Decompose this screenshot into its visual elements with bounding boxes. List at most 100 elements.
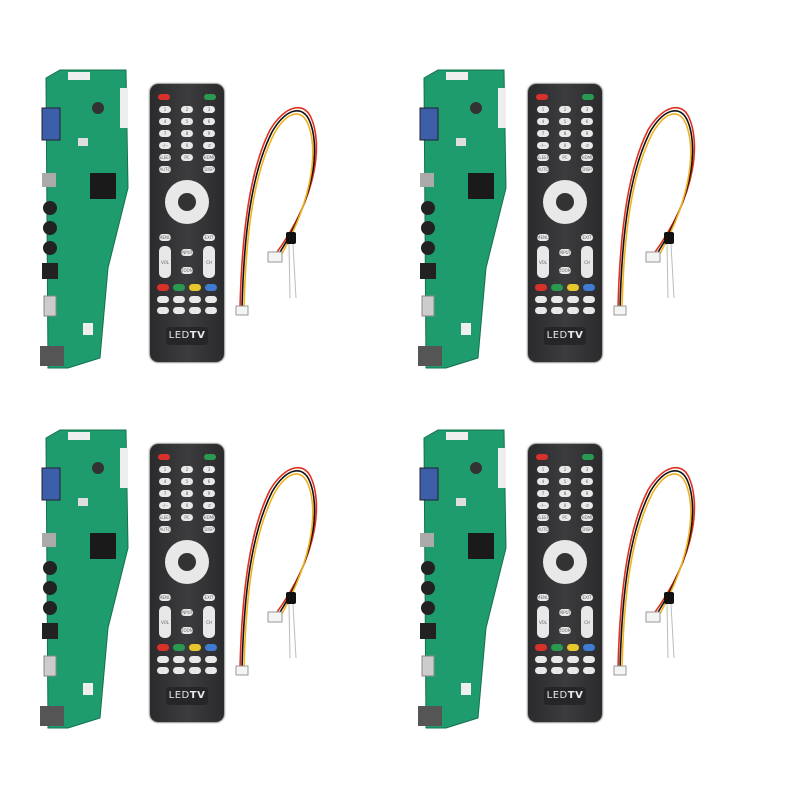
media-key[interactable] [535,656,547,663]
number-key-10[interactable] [537,142,549,149]
color-key-4[interactable] [583,644,595,651]
number-key-8[interactable] [181,130,193,137]
input-button[interactable] [559,609,571,616]
media-key[interactable] [173,667,185,674]
number-key-2[interactable] [559,106,571,113]
number-key-9[interactable] [581,490,593,497]
mute-button[interactable] [582,454,594,460]
media-key[interactable] [583,296,595,303]
media-key[interactable] [189,667,201,674]
media-key[interactable] [189,307,201,314]
number-key-11[interactable] [181,142,193,149]
number-key-6[interactable] [203,118,215,125]
hdmi-button[interactable] [203,154,215,161]
number-key-3[interactable] [581,466,593,473]
media-key[interactable] [583,667,595,674]
color-key-3[interactable] [567,644,579,651]
number-key-5[interactable] [559,118,571,125]
number-key-10[interactable] [537,502,549,509]
hdmi-button[interactable] [203,514,215,521]
media-key[interactable] [157,307,169,314]
auto-button[interactable] [537,526,549,533]
menu-button[interactable] [537,234,549,241]
number-key-11[interactable] [559,142,571,149]
ok-button[interactable] [556,553,574,571]
media-key[interactable] [583,307,595,314]
pc-button[interactable] [181,154,193,161]
menu-button[interactable] [537,594,549,601]
media-key[interactable] [173,296,185,303]
number-key-5[interactable] [559,478,571,485]
media-key[interactable] [567,307,579,314]
number-key-10[interactable] [159,502,171,509]
mute-button[interactable] [204,94,216,100]
mute-button[interactable] [582,94,594,100]
number-key-4[interactable] [537,118,549,125]
number-key-2[interactable] [559,466,571,473]
color-key-4[interactable] [205,284,217,291]
power-button[interactable] [158,94,170,100]
media-key[interactable] [157,296,169,303]
menu-button[interactable] [159,234,171,241]
media-key[interactable] [535,667,547,674]
auto-button[interactable] [159,166,171,173]
media-key[interactable] [567,667,579,674]
color-key-3[interactable] [189,284,201,291]
pc-button[interactable] [181,514,193,521]
channel-rocker[interactable] [203,606,215,638]
media-key[interactable] [551,667,563,674]
number-key-4[interactable] [159,478,171,485]
ok-button[interactable] [556,193,574,211]
disp-button[interactable] [203,166,215,173]
number-key-8[interactable] [181,490,193,497]
media-key[interactable] [535,296,547,303]
exit-button[interactable] [203,594,215,601]
media-key[interactable] [157,656,169,663]
auto-button[interactable] [159,526,171,533]
number-key-8[interactable] [559,130,571,137]
disp-button[interactable] [203,526,215,533]
number-key-6[interactable] [581,118,593,125]
color-key-2[interactable] [551,284,563,291]
number-key-3[interactable] [581,106,593,113]
media-key[interactable] [173,656,185,663]
number-key-9[interactable] [203,130,215,137]
number-key-3[interactable] [203,106,215,113]
media-key[interactable] [189,296,201,303]
hdmi-button[interactable] [581,514,593,521]
volume-rocker[interactable] [537,246,549,278]
power-button[interactable] [158,454,170,460]
media-key[interactable] [173,307,185,314]
pc-button[interactable] [559,514,571,521]
number-key-3[interactable] [203,466,215,473]
media-key[interactable] [205,307,217,314]
number-key-1[interactable] [537,106,549,113]
media-key[interactable] [189,656,201,663]
media-key[interactable] [157,667,169,674]
exit-button[interactable] [203,234,215,241]
disp-button[interactable] [581,526,593,533]
input-button[interactable] [559,249,571,256]
number-key-1[interactable] [159,106,171,113]
exit-button[interactable] [581,234,593,241]
media-key[interactable] [205,296,217,303]
color-key-2[interactable] [551,644,563,651]
color-key-1[interactable] [535,284,547,291]
number-key-10[interactable] [159,142,171,149]
number-key-11[interactable] [181,502,193,509]
volume-rocker[interactable] [159,606,171,638]
number-key-4[interactable] [537,478,549,485]
media-key[interactable] [551,307,563,314]
number-key-2[interactable] [181,466,193,473]
number-key-12[interactable] [203,142,215,149]
color-key-1[interactable] [535,644,547,651]
color-key-3[interactable] [189,644,201,651]
channel-rocker[interactable] [203,246,215,278]
power-button[interactable] [536,94,548,100]
sleep-button[interactable] [537,154,549,161]
pc-button[interactable] [559,154,571,161]
media-key[interactable] [567,296,579,303]
number-key-7[interactable] [159,490,171,497]
exit-button[interactable] [581,594,593,601]
media-key[interactable] [205,656,217,663]
